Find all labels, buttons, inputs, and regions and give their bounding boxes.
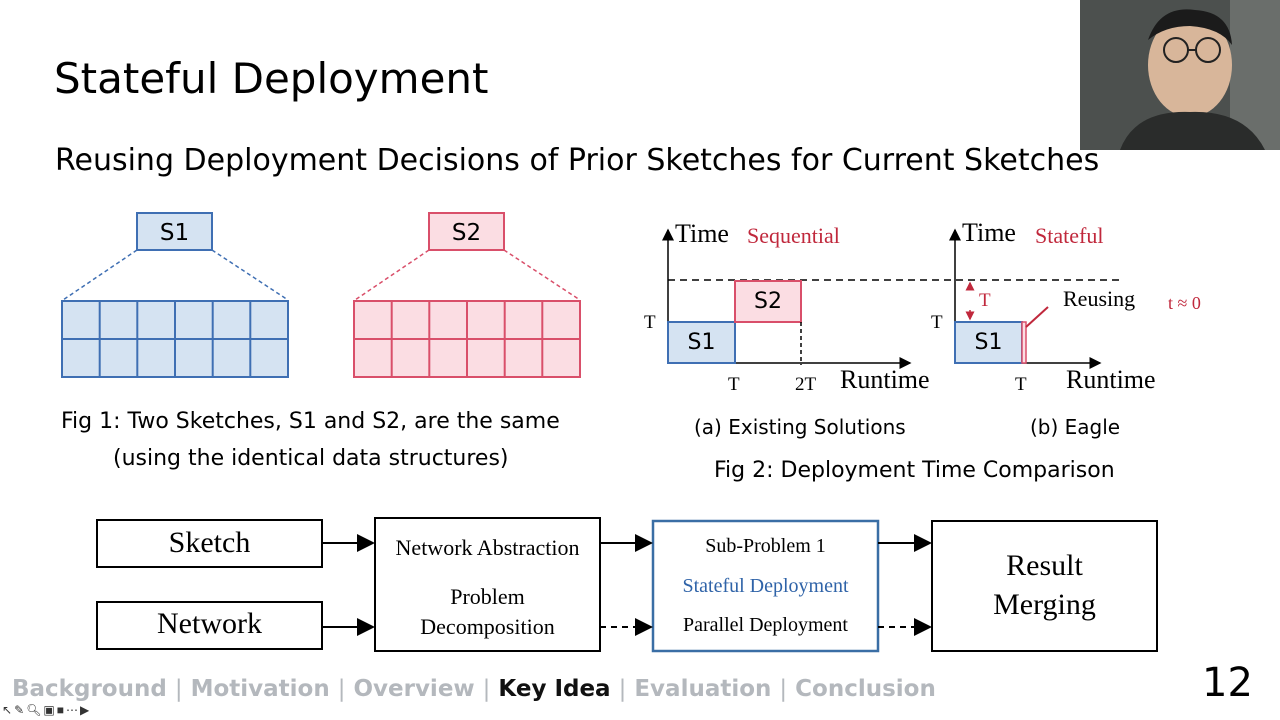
s2-node-label: S2 xyxy=(451,220,482,246)
slide-subtitle: Reusing Deployment Decisions of Prior Sk… xyxy=(55,143,1100,178)
more-icon[interactable]: ⋯ xyxy=(65,703,80,717)
fig1-sketches xyxy=(61,212,581,378)
cursor-icon[interactable]: ↖ xyxy=(2,703,15,717)
zoom-icon[interactable]: 🔍︎ xyxy=(26,703,44,717)
nav-item-overview: Overview xyxy=(353,676,475,702)
result-label-line1: Result xyxy=(1006,549,1083,582)
panel-b-s1-bar xyxy=(954,321,1023,364)
panel-b-x-axis-label: Runtime xyxy=(1066,365,1156,394)
panel-b-mode-label: Stateful xyxy=(1035,223,1104,248)
s2-table xyxy=(353,300,581,378)
page-number: 12 xyxy=(1202,660,1253,706)
camera-icon[interactable]: ■ xyxy=(56,703,66,717)
captions-icon[interactable]: ▣ xyxy=(43,703,57,717)
sketch-box xyxy=(96,519,323,568)
panel-b-chart xyxy=(949,228,1102,369)
panel-b-reusing-label: Reusing xyxy=(1063,286,1136,311)
abstraction-label: Network Abstraction xyxy=(395,535,580,560)
panel-b-caption: (b) Eagle xyxy=(1030,415,1121,439)
parallel-deployment-label: Parallel Deployment xyxy=(683,614,848,636)
sketch-label: Sketch xyxy=(168,526,251,559)
panel-a-s1-bar xyxy=(667,321,736,364)
panel-a-y-tick: T xyxy=(644,312,656,333)
player-controls: ↖✎🔍︎▣■⋯▶ xyxy=(2,703,91,717)
s1-dashed-line-left xyxy=(62,249,138,301)
pipeline-diagram xyxy=(96,517,1158,653)
section-nav: Background|Motivation|Overview|Key Idea|… xyxy=(12,676,936,702)
nav-item-motivation: Motivation xyxy=(190,676,330,702)
fig2-diagram xyxy=(662,228,1120,369)
s1-node-label: S1 xyxy=(159,220,190,246)
panel-a-s2-label: S2 xyxy=(754,289,782,314)
subproblem-label: Sub-Problem 1 xyxy=(705,535,826,557)
panel-a-x-tick-2t: 2T xyxy=(795,374,817,395)
fig1-caption-line1: Fig 1: Two Sketches, S1 and S2, are the … xyxy=(61,409,560,434)
panel-b-s1-label: S1 xyxy=(974,330,1003,355)
decomposition-label-line1: Problem xyxy=(450,584,525,609)
s2-node xyxy=(428,212,505,251)
s1-table xyxy=(61,300,289,378)
network-label: Network xyxy=(157,607,262,640)
fig2-caption: Fig 2: Deployment Time Comparison xyxy=(714,458,1115,483)
nav-item-key-idea: Key Idea xyxy=(498,676,611,702)
result-label-line2: Merging xyxy=(993,588,1096,621)
panel-b-reuse-sliver xyxy=(1021,321,1027,364)
stateful-deployment-label: Stateful Deployment xyxy=(682,575,849,597)
network-box xyxy=(96,601,323,650)
panel-b-y-tick: T xyxy=(931,312,943,333)
panel-a-s1-label: S1 xyxy=(687,330,716,355)
s2-dashed-line-left xyxy=(354,249,430,301)
subproblem-box xyxy=(651,519,880,653)
panel-a-x-tick-t: T xyxy=(728,374,740,395)
abstraction-box xyxy=(374,517,601,652)
panel-a-chart xyxy=(662,228,912,369)
panel-b-x-tick: T xyxy=(1015,374,1027,395)
panel-a-caption: (a) Existing Solutions xyxy=(694,415,906,439)
next-icon[interactable]: ▶ xyxy=(79,703,92,717)
nav-item-conclusion: Conclusion xyxy=(795,676,936,702)
panel-a-y-axis-label: Time xyxy=(675,219,729,248)
fig1-caption-line2: (using the identical data structures) xyxy=(113,446,509,471)
s1-dashed-line-right xyxy=(211,249,289,301)
webcam-video xyxy=(1080,0,1280,150)
reusing-pointer xyxy=(1025,306,1049,328)
slide-title: Stateful Deployment xyxy=(54,54,489,103)
presenter-silhouette xyxy=(1080,0,1280,150)
panel-b-t-approx-label: t ≈ 0 xyxy=(1168,293,1201,313)
panel-b-y-axis-label: Time xyxy=(962,218,1016,247)
panel-a-mode-label: Sequential xyxy=(747,223,840,248)
decomposition-label-line2: Decomposition xyxy=(420,614,555,639)
panel-a-x-axis-label: Runtime xyxy=(840,365,930,394)
nav-item-evaluation: Evaluation xyxy=(634,676,772,702)
s2-dashed-line-right xyxy=(503,249,581,301)
pen-icon[interactable]: ✎ xyxy=(14,703,27,717)
nav-item-background: Background xyxy=(12,676,167,702)
panel-b-gap-label: T xyxy=(979,290,991,311)
s1-node xyxy=(136,212,213,251)
panel-a-s2-bar xyxy=(734,280,802,323)
result-box xyxy=(931,520,1158,652)
